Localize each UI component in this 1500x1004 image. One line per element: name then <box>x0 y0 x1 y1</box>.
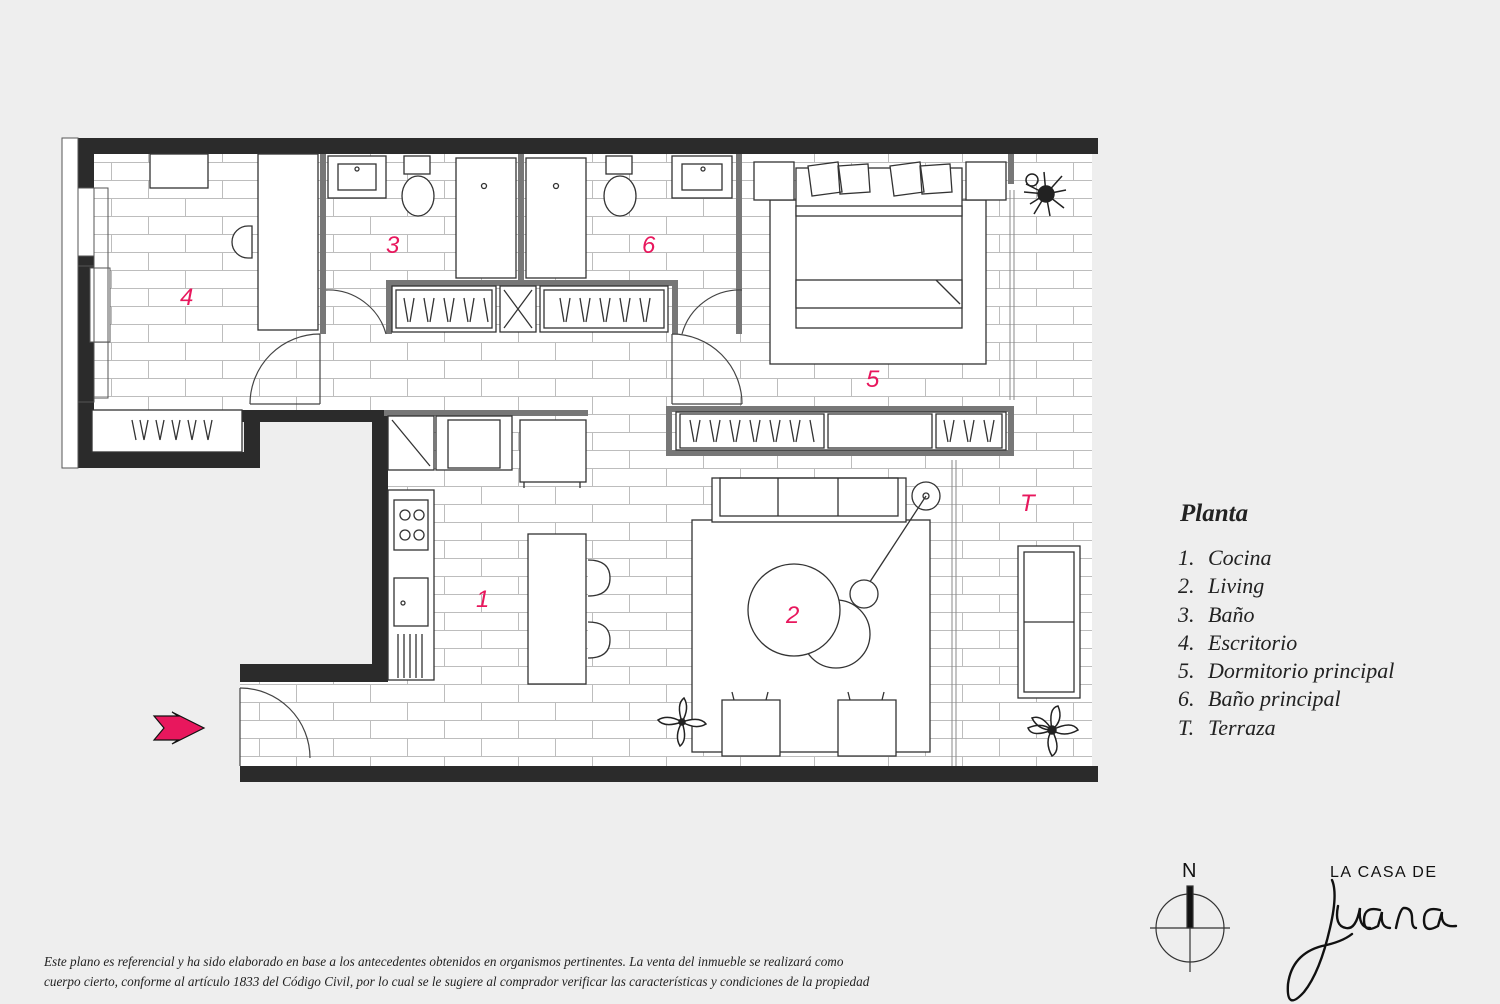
room-label-3: 3 <box>386 232 400 259</box>
bedroom-furniture <box>753 161 1007 365</box>
kitchen-furniture <box>387 415 611 685</box>
entrance-arrow-icon <box>152 711 206 745</box>
legend-title: Planta <box>1180 500 1249 527</box>
terrace-furniture <box>1017 545 1081 699</box>
legend-item: 2.Living <box>1178 573 1265 599</box>
compass-north-label: N <box>1182 860 1197 882</box>
room-label-terraza: T <box>1020 490 1035 517</box>
hall-closets <box>391 285 669 333</box>
legend-item: 3.Baño <box>1178 601 1255 627</box>
living-furniture <box>691 477 941 757</box>
disclaimer: Este plano es referencial y ha sido elab… <box>44 952 1104 992</box>
room-label-5: 5 <box>866 366 880 393</box>
legend-item: 1.Cocina <box>1178 545 1272 570</box>
plant-icon <box>656 696 708 748</box>
legend-item: 4.Escritorio <box>1178 629 1298 655</box>
terrace-glass <box>951 190 1015 766</box>
plant-icon <box>1023 171 1067 217</box>
room-label-4: 4 <box>180 284 194 311</box>
brand-script-logo <box>1286 878 1458 1002</box>
disclaimer-line: Este plano es referencial y ha sido elab… <box>44 954 844 969</box>
legend-item: T.Terraza <box>1178 714 1276 740</box>
legend-item: 6.Baño principal <box>1178 686 1341 712</box>
interior-walls <box>320 154 1014 456</box>
room-label-1: 1 <box>476 586 490 613</box>
desk-furniture <box>91 153 319 453</box>
plant-icon <box>1027 705 1080 758</box>
legend: Planta 1.Cocina 2.Living 3.Baño 4.Escrit… <box>1178 500 1478 742</box>
disclaimer-line: cuerpo cierto, conforme al artículo 1833… <box>44 974 870 989</box>
room-label-6: 6 <box>642 232 656 259</box>
doors <box>239 289 743 766</box>
bathroom-fixtures <box>327 155 733 279</box>
brand-name: LA CASA DE <box>1330 864 1438 881</box>
legend-item: 5.Dormitorio principal <box>1178 658 1395 684</box>
exterior-walls <box>61 137 1098 782</box>
compass-icon <box>1150 885 1230 972</box>
legend-list: 1.Cocina 2.Living 3.Baño 4.Escritorio 5.… <box>1178 544 1478 742</box>
storage-unit <box>675 411 1007 451</box>
left-windows <box>77 187 111 403</box>
room-label-2: 2 <box>786 602 800 629</box>
